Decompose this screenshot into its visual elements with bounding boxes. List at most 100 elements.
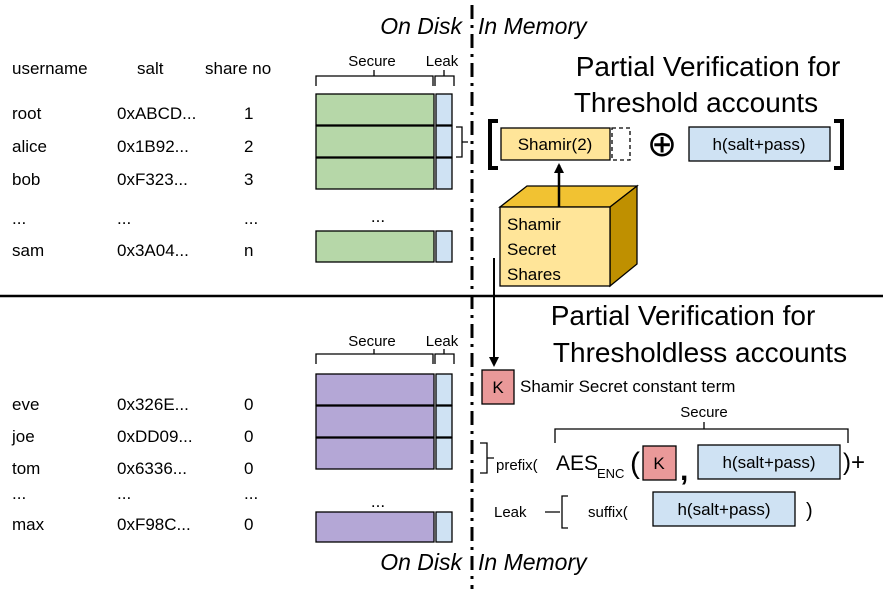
svg-text:0x3A04...: 0x3A04... — [117, 241, 189, 260]
svg-text:0: 0 — [244, 515, 253, 534]
secure-label-top: Secure — [348, 53, 396, 70]
threshold-row-ellipsis: ... ... ... — [12, 209, 258, 228]
svg-text:1: 1 — [244, 104, 253, 123]
on-disk-label-top: On Disk — [380, 13, 463, 39]
thresholdless-row-max: max 0xF98C... 0 — [12, 515, 253, 534]
svg-text:0x6336...: 0x6336... — [117, 459, 187, 478]
k-box-formula — [642, 445, 677, 481]
secure-cell-tom — [315, 437, 435, 470]
thresholdless-title-line2: Thresholdless accounts — [553, 337, 847, 368]
svg-text:...: ... — [12, 484, 26, 503]
leak-cell-row3 — [435, 157, 453, 190]
svg-text:...: ... — [117, 484, 131, 503]
svg-text:sam: sam — [12, 241, 44, 260]
hash-box-suffix — [652, 491, 796, 527]
secure-brace-formula — [554, 422, 849, 443]
svg-text:3: 3 — [244, 170, 253, 189]
secure-cell-eve — [315, 373, 435, 406]
shamir-box-label: Shamir(2) — [518, 135, 593, 154]
hash-box-prefix — [697, 444, 841, 480]
leak-cell-row2 — [435, 125, 453, 158]
leak-cell-tom — [435, 437, 453, 470]
secure-brace-bottom — [315, 349, 434, 364]
svg-text:...: ... — [12, 209, 26, 228]
leak-brace-top — [434, 70, 455, 86]
leak-label-bottom: Leak — [426, 333, 459, 350]
formula-bracket-left — [488, 119, 498, 170]
leak-cell-eve — [435, 373, 453, 406]
column-header-salt: salt — [137, 59, 164, 78]
svg-text:alice: alice — [12, 137, 47, 156]
svg-text:...: ... — [117, 209, 131, 228]
svg-text:n: n — [244, 241, 253, 260]
prefix-text: prefix( — [496, 457, 538, 474]
k-box-label: K — [492, 378, 504, 397]
cells-ellipsis-bottom: ... — [371, 492, 385, 511]
shamir-box-dashed-extension — [611, 127, 631, 161]
aes-subscript: ENC — [597, 466, 624, 481]
shamir-box — [500, 127, 611, 161]
svg-text:...: ... — [244, 484, 258, 503]
svg-text:bob: bob — [12, 170, 40, 189]
suffix-text: suffix( — [588, 504, 628, 521]
svg-text:2: 2 — [244, 137, 253, 156]
comma: , — [680, 454, 688, 487]
threshold-row-sam: sam 0x3A04... n — [12, 241, 253, 260]
thresholdless-row-tom: tom 0x6336... 0 — [12, 459, 253, 478]
connector-brace-bottom — [480, 442, 494, 474]
secure-cell-joe — [315, 405, 435, 438]
cube-label-line1: Shamir — [507, 215, 561, 234]
svg-text:0xDD09...: 0xDD09... — [117, 427, 193, 446]
k-caption: Shamir Secret constant term — [520, 377, 735, 396]
leak-brace-bottom — [434, 349, 455, 364]
secure-brace-top — [315, 70, 434, 86]
leak-label-top: Leak — [426, 53, 459, 70]
cells-ellipsis-top: ... — [371, 207, 385, 226]
leak-cell-sam — [435, 230, 453, 263]
k-box-formula-label: K — [653, 454, 665, 473]
secure-cell-row3 — [315, 157, 435, 190]
column-header-share: share no — [205, 59, 271, 78]
cube-front-face — [499, 206, 611, 287]
thresholdless-row-ellipsis: ... ... ... — [12, 484, 258, 503]
svg-text:0x1B92...: 0x1B92... — [117, 137, 189, 156]
in-memory-label-top: In Memory — [478, 13, 588, 39]
aes-text: AES — [556, 452, 598, 475]
in-memory-label-bottom: In Memory — [478, 549, 588, 575]
hash-box-suffix-label: h(salt+pass) — [677, 500, 770, 519]
svg-text:0: 0 — [244, 427, 253, 446]
k-box — [481, 369, 515, 405]
threshold-row-root: root 0xABCD... 1 — [12, 104, 253, 123]
secure-brace-label: Secure — [680, 404, 728, 421]
threshold-title-line2: Threshold accounts — [574, 87, 818, 118]
leak-cell-max — [435, 511, 453, 543]
threshold-row-alice: alice 0x1B92... 2 — [12, 137, 253, 156]
threshold-row-bob: bob 0xF323... 3 — [12, 170, 253, 189]
svg-text:max: max — [12, 515, 45, 534]
threshold-title-line1: Partial Verification for — [576, 51, 841, 82]
svg-text:0xF323...: 0xF323... — [117, 170, 188, 189]
svg-text:0: 0 — [244, 395, 253, 414]
svg-text:0xABCD...: 0xABCD... — [117, 104, 196, 123]
leak-label-formula: Leak — [494, 504, 527, 521]
thresholdless-row-eve: eve 0x326E... 0 — [12, 395, 253, 414]
formula-bracket-right — [834, 119, 844, 170]
svg-text:root: root — [12, 104, 42, 123]
thresholdless-title-line1: Partial Verification for — [551, 300, 816, 331]
svg-text:joe: joe — [11, 427, 35, 446]
xor-symbol: ⊕ — [647, 123, 677, 164]
leak-cell-joe — [435, 405, 453, 438]
hash-box-prefix-label: h(salt+pass) — [722, 453, 815, 472]
leak-cell-row1 — [435, 93, 453, 126]
secure-cell-row1 — [315, 93, 435, 126]
svg-text:0x326E...: 0x326E... — [117, 395, 189, 414]
hash-box-threshold-label: h(salt+pass) — [712, 135, 805, 154]
cube-label-line2: Secret — [507, 240, 556, 259]
open-paren: ( — [630, 447, 640, 480]
connector-brace-top — [456, 126, 468, 158]
secure-cell-max — [315, 511, 435, 543]
svg-text:tom: tom — [12, 459, 40, 478]
svg-text:...: ... — [244, 209, 258, 228]
cube-label-line3: Shares — [507, 265, 561, 284]
